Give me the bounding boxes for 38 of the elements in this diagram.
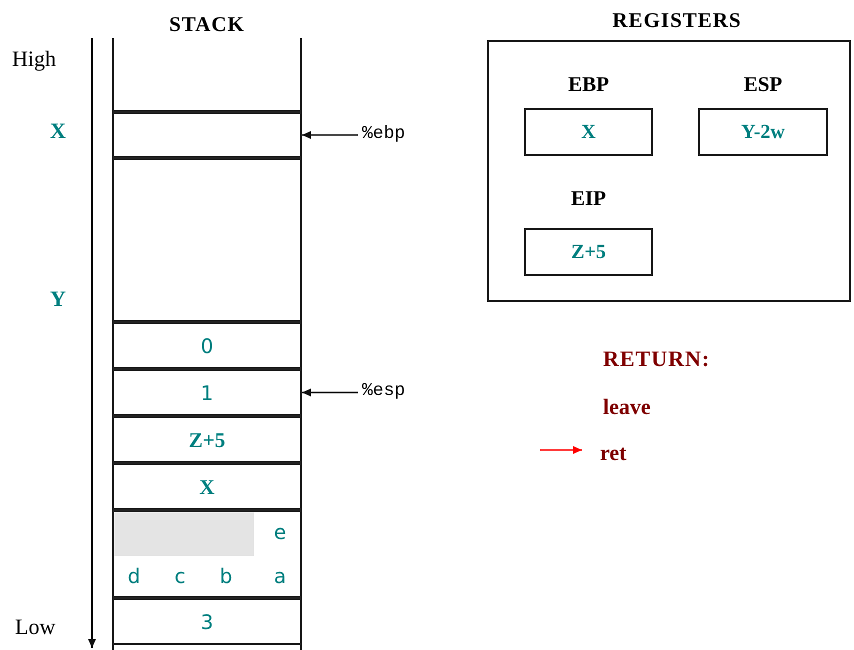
instruction: leave bbox=[603, 394, 651, 420]
instruction: ret bbox=[600, 440, 626, 466]
stack-cell bbox=[112, 369, 302, 416]
byte-label: e bbox=[272, 520, 288, 544]
address-label: X bbox=[50, 118, 66, 144]
register-pointer-label: %ebp bbox=[362, 124, 406, 144]
address-label: Y bbox=[50, 286, 66, 312]
register-pointer-label: %esp bbox=[362, 381, 406, 401]
byte-label: d bbox=[126, 564, 142, 588]
byte-label: c bbox=[174, 564, 186, 588]
register-name: ESP bbox=[742, 72, 784, 97]
stack-cell bbox=[112, 598, 302, 645]
cell-value: X bbox=[198, 474, 216, 500]
panel-heading: REGISTERS bbox=[611, 8, 743, 33]
cell-value: Z+5 bbox=[188, 428, 226, 452]
stack-cell bbox=[112, 463, 302, 510]
section-heading: RETURN: bbox=[603, 346, 710, 372]
stack-cell bbox=[112, 112, 302, 158]
stack-cell bbox=[112, 510, 302, 598]
register-name: EBP bbox=[567, 72, 610, 97]
byte-label: b bbox=[218, 564, 234, 588]
arrow bbox=[302, 388, 358, 396]
register-value: Y-2w bbox=[698, 108, 828, 156]
register-value: Z+5 bbox=[524, 228, 653, 276]
pointer-arrow bbox=[540, 446, 582, 454]
register-name: EIP bbox=[570, 186, 607, 211]
byte-label: a bbox=[272, 564, 288, 588]
arrow bbox=[302, 131, 358, 139]
axis-label: Low bbox=[15, 614, 56, 640]
axis-label: High bbox=[12, 46, 56, 72]
column-heading: STACK bbox=[168, 12, 246, 37]
cell-value: 1 bbox=[200, 380, 214, 404]
register-value: X bbox=[524, 108, 653, 156]
stack-cell bbox=[112, 416, 302, 463]
stack-cell bbox=[112, 158, 302, 322]
stack-cell bbox=[112, 322, 302, 369]
cell-value: 3 bbox=[200, 610, 214, 634]
cell-value: 0 bbox=[200, 334, 214, 358]
